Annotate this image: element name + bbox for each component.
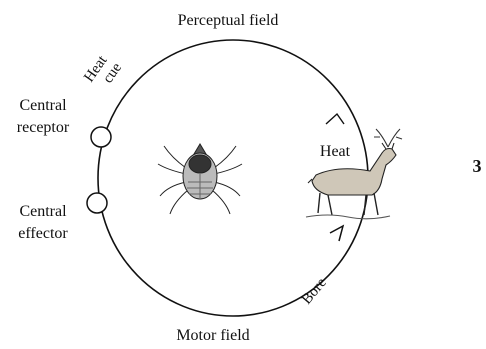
central-effector-node: [87, 193, 107, 213]
central-effector-label-line2: effector: [18, 225, 68, 242]
motor-arrow: [330, 226, 343, 241]
central-effector-label-line1: Central: [19, 203, 67, 220]
central-receptor-label-line2: receptor: [17, 119, 70, 136]
heat-cue-label: Heat cue: [81, 51, 125, 95]
central-receptor-node: [91, 127, 111, 147]
tick-illustration: [158, 144, 242, 214]
perceptual-cue-marker: [326, 114, 344, 124]
central-receptor-label-line1: Central: [19, 97, 67, 114]
perceptual-field-label: Perceptual field: [178, 12, 279, 29]
heat-label: Heat: [320, 143, 351, 160]
figure-number: 3: [473, 156, 482, 176]
motor-field-label: Motor field: [176, 327, 249, 344]
